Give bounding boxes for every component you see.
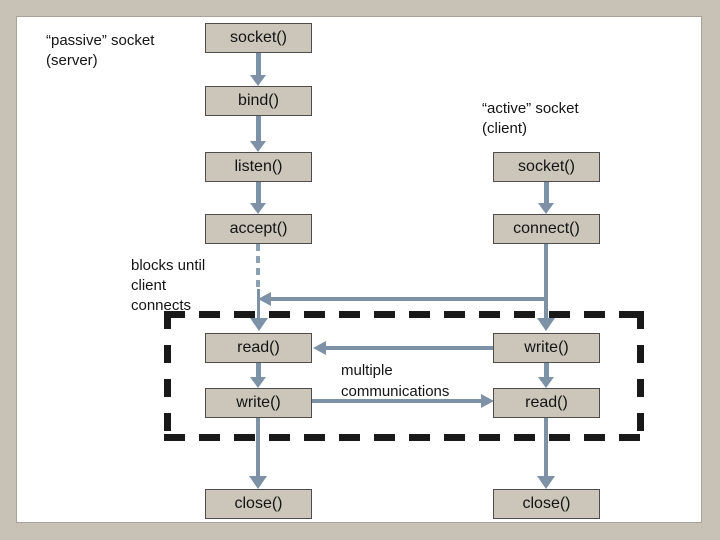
arrow-client-read-to-close-stem <box>544 418 548 478</box>
arrow-server-write-to-close-stem <box>256 418 260 478</box>
server-close-box: close() <box>205 489 312 519</box>
server-label-line2: (server) <box>46 52 98 69</box>
arrow-client-write-to-read-stem <box>544 363 549 378</box>
server-bind-box: bind() <box>205 86 312 116</box>
server-write-box: write() <box>205 388 312 418</box>
client-connect-box: connect() <box>493 214 600 244</box>
server-accept-box: accept() <box>205 214 312 244</box>
connector-connect-to-accept-stem <box>271 297 545 301</box>
client-column-label: “active” socket (client) <box>482 99 579 139</box>
connector-connect-to-accept-head <box>258 292 271 306</box>
arrow-listen-to-accept-head <box>250 203 266 214</box>
arrow-clientwrite-to-serverread-head <box>313 341 326 355</box>
loop-box-left-edge <box>164 311 171 441</box>
arrow-server-read-to-write-head <box>250 377 266 388</box>
arrow-server-write-to-close-head <box>249 476 267 489</box>
client-write-box: write() <box>493 333 600 363</box>
blocks-annotation-line3: connects <box>131 297 192 314</box>
arrow-client-socket-to-connect-head <box>538 203 554 214</box>
server-listen-box: listen() <box>205 152 312 182</box>
arrow-connect-to-write-head <box>537 318 555 331</box>
arrow-bind-to-listen-head <box>250 141 266 152</box>
slide-canvas: “passive” socket (server) “active” socke… <box>16 16 702 523</box>
blocks-until-annotation: blocks until client connects <box>131 256 205 316</box>
client-socket-box: socket() <box>493 152 600 182</box>
blocks-annotation-line1: blocks until <box>131 257 206 274</box>
multiple-annotation-line1: multiple <box>341 362 393 379</box>
arrow-connect-to-write-stem <box>544 244 548 319</box>
client-label-line1: “active” socket <box>482 100 579 117</box>
arrow-serverwrite-to-clientread-stem <box>312 399 481 403</box>
arrow-bind-to-listen-stem <box>256 116 261 142</box>
arrow-accept-blocking-dashed-stem <box>256 244 260 289</box>
server-label-line1: “passive” socket <box>46 32 155 49</box>
server-read-box: read() <box>205 333 312 363</box>
server-socket-box: socket() <box>205 23 312 53</box>
arrow-accept-to-read-head <box>250 318 268 331</box>
loop-box-right-edge <box>637 311 644 441</box>
arrow-server-socket-to-bind-stem <box>256 53 261 76</box>
multiple-communications-annotation: multiple communications <box>341 360 449 402</box>
arrow-serverwrite-to-clientread-head <box>481 394 494 408</box>
arrow-client-read-to-close-head <box>537 476 555 489</box>
multiple-annotation-line2: communications <box>341 383 450 400</box>
arrow-client-write-to-read-head <box>538 377 554 388</box>
client-close-box: close() <box>493 489 600 519</box>
loop-box-bottom-edge <box>164 434 644 441</box>
arrow-clientwrite-to-serverread-stem <box>326 346 493 350</box>
arrow-server-read-to-write-stem <box>256 363 261 378</box>
arrow-client-socket-to-connect-stem <box>544 182 549 204</box>
arrow-server-socket-to-bind-head <box>250 75 266 86</box>
server-column-label: “passive” socket (server) <box>46 31 154 71</box>
client-label-line2: (client) <box>482 120 528 137</box>
loop-box-top-edge <box>164 311 644 318</box>
arrow-listen-to-accept-stem <box>256 182 261 204</box>
client-read-box: read() <box>493 388 600 418</box>
blocks-annotation-line2: client <box>131 277 167 294</box>
